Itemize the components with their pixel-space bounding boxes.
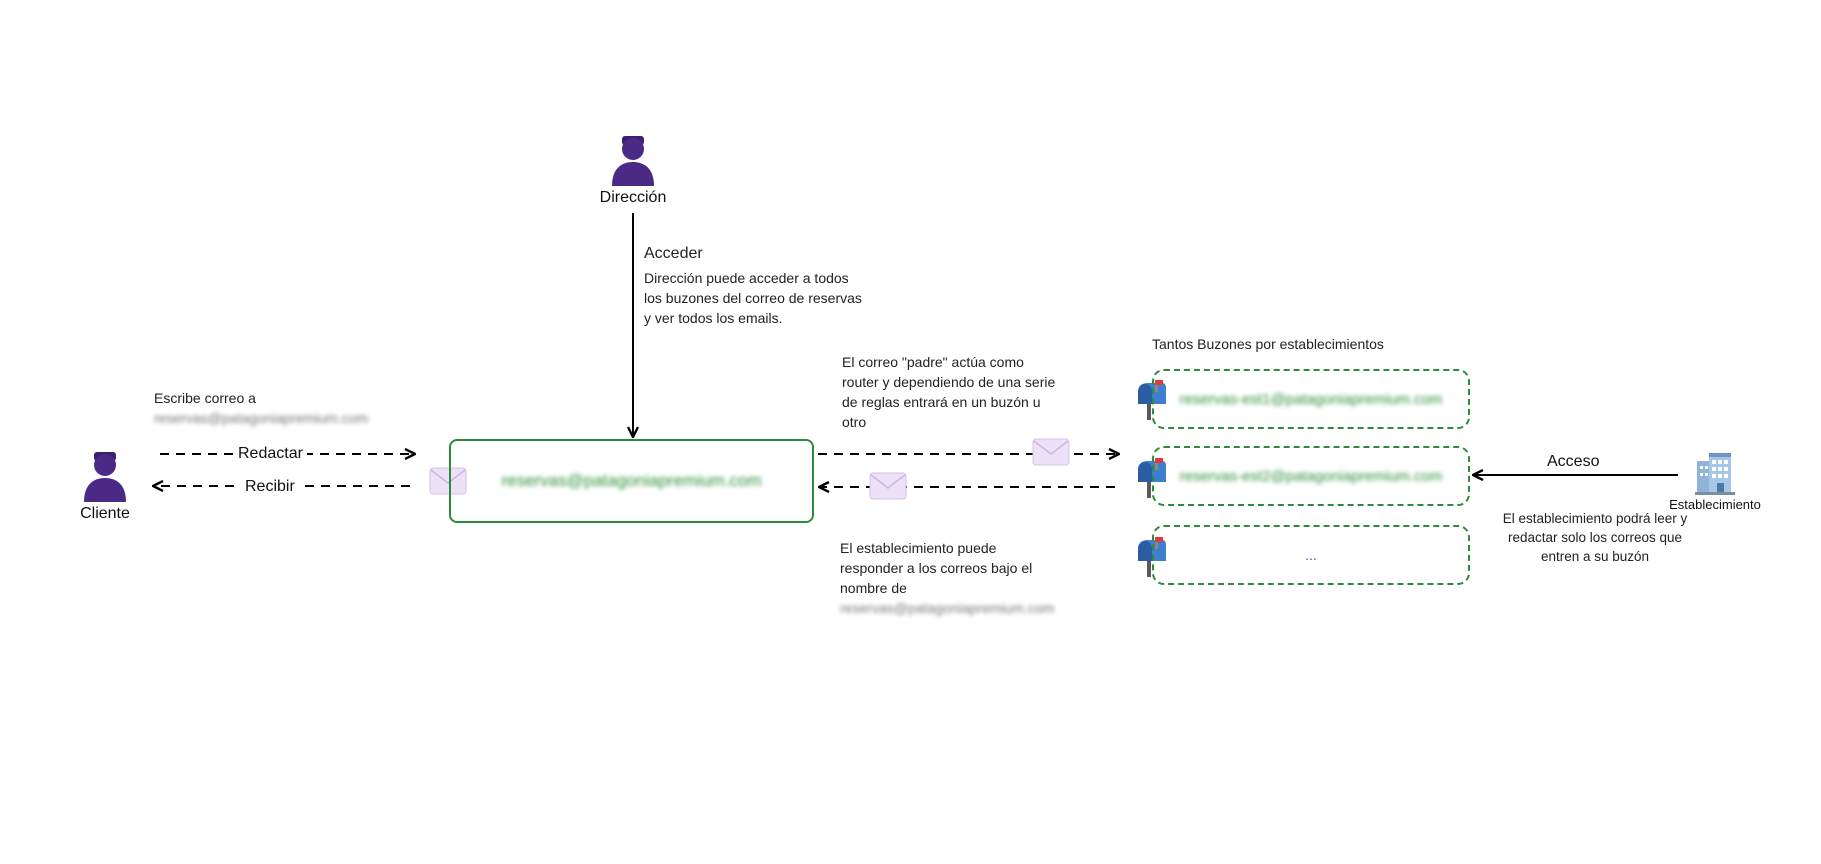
respond-note-line: El establecimiento puede bbox=[840, 540, 997, 556]
respond-note-line: nombre de bbox=[840, 580, 907, 596]
router-note-line: de reglas entrará en un buzón u bbox=[842, 394, 1041, 410]
cliente-note-email: reservas@patagoniapremium.com bbox=[154, 410, 369, 426]
building-icon bbox=[1693, 451, 1737, 495]
cliente-note-line: Escribe correo a bbox=[154, 390, 256, 406]
estab-note: El establecimiento podrá leer y redactar… bbox=[1480, 509, 1710, 566]
router-note-line: router y dependiendo de una serie bbox=[842, 374, 1056, 390]
acceso-label: Acceso bbox=[1543, 453, 1604, 471]
estab-note-line: redactar solo los correos que bbox=[1507, 530, 1683, 545]
acceder-label: Acceder bbox=[644, 245, 703, 262]
mailbox-est2-address: reservas-est2@patagoniapremium.com bbox=[1179, 467, 1443, 485]
respond-note-email: reservas@patagoniapremium.com bbox=[840, 600, 1055, 616]
router-note-line: otro bbox=[842, 414, 867, 430]
mailbox-est1-address: reservas-est1@patagoniapremium.com bbox=[1179, 390, 1443, 408]
recibir-label: Recibir bbox=[241, 478, 299, 496]
estab-note-line: El establecimiento podrá leer y bbox=[1502, 511, 1688, 526]
direccion-note: Dirección puede acceder a todos los buzo… bbox=[644, 268, 904, 328]
envelope-icon bbox=[429, 467, 467, 495]
envelope-icon bbox=[1032, 438, 1070, 466]
respond-note-line: responder a los correos bajo el bbox=[840, 560, 1033, 576]
main-mailbox: reservas@patagoniapremium.com bbox=[449, 439, 814, 523]
respond-note: El establecimiento puede responder a los… bbox=[840, 538, 1090, 618]
mailbox-more: ... bbox=[1152, 525, 1470, 585]
cliente-person-icon bbox=[82, 450, 128, 502]
estab-note-line: entren a su buzón bbox=[1540, 549, 1650, 564]
direccion-note-line: Dirección puede acceder a todos bbox=[644, 270, 849, 286]
router-note: El correo "padre" actúa como router y de… bbox=[842, 352, 1092, 432]
redactar-label: Redactar bbox=[234, 445, 307, 463]
direccion-note-line: los buzones del correo de reservas bbox=[644, 290, 862, 306]
mailbox-more-label: ... bbox=[1305, 547, 1317, 563]
envelope-icon bbox=[869, 472, 907, 500]
direccion-person-icon bbox=[610, 134, 656, 186]
mailbox-est2: reservas-est2@patagoniapremium.com bbox=[1152, 446, 1470, 506]
router-note-line: El correo "padre" actúa como bbox=[842, 354, 1024, 370]
mailbox-est1: reservas-est1@patagoniapremium.com bbox=[1152, 369, 1470, 429]
main-mailbox-address: reservas@patagoniapremium.com bbox=[501, 471, 762, 490]
direccion-label: Dirección bbox=[599, 189, 667, 206]
cliente-label: Cliente bbox=[80, 505, 130, 522]
mailboxes-group-title: Tantos Buzones por establecimientos bbox=[1152, 336, 1384, 352]
cliente-note: Escribe correo a reservas@patagoniapremi… bbox=[154, 388, 414, 428]
establecimiento-label: Establecimiento bbox=[1669, 497, 1761, 512]
direccion-note-line: y ver todos los emails. bbox=[644, 310, 783, 326]
